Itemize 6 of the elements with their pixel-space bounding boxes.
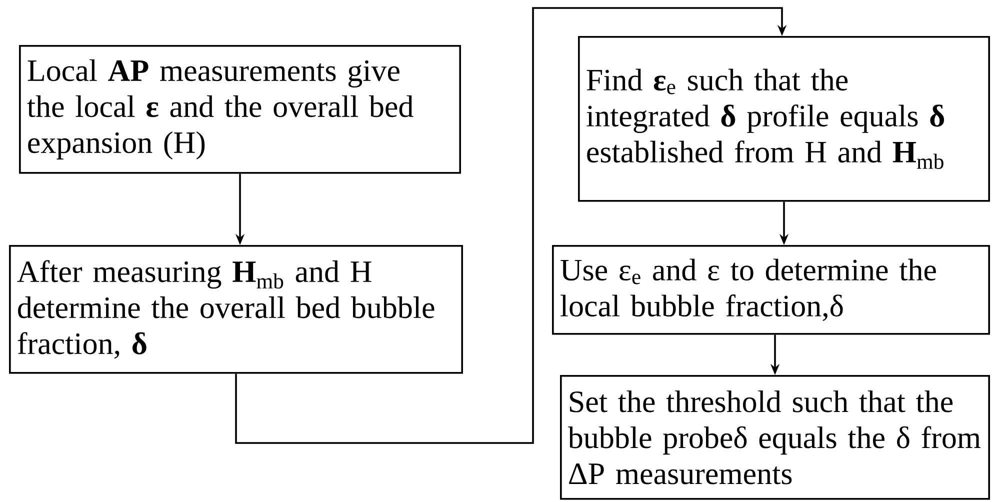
process-box: Find ε$_{e}$ such that the integrated δ profile equals δ established from H and H$_{mb}$ [578,36,990,202]
process-box: Set the threshold such that the bubble probeδ equals the δ from ΔP measurements [560,375,990,500]
process-box: Local AP measurements give the local ε and the overall bed expansion (H) [19,45,461,174]
process-box: After measuring H$_{mb}$ and H determine the overall bed bubble fraction, δ [9,245,463,374]
arrow [235,7,787,444]
process-box: Use ε$_{e}$ and ε to determine the local bubble fraction,δ [552,245,990,335]
